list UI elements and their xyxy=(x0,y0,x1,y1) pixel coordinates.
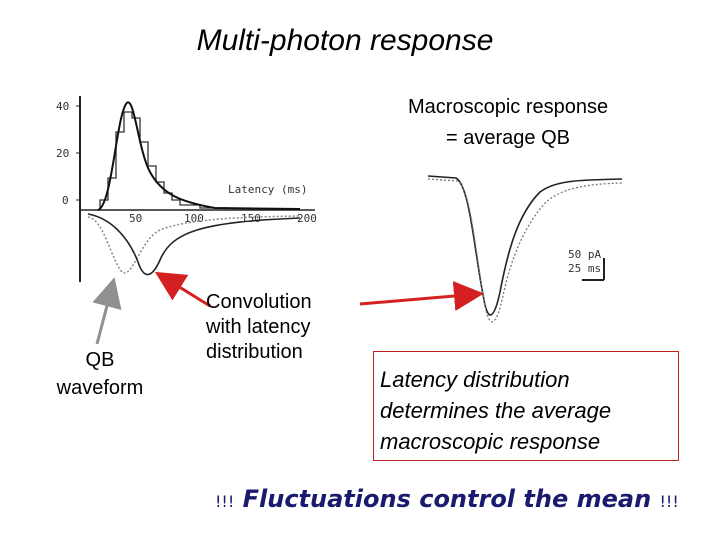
convolution-line2: with latency xyxy=(206,316,311,338)
qb-label-line2: waveform xyxy=(56,377,144,399)
latency-curve xyxy=(97,101,301,211)
x-axis-label: Latency (ms) xyxy=(228,183,307,196)
scale-current: 50 pA xyxy=(568,248,601,261)
qb-waveform-label: QB waveform xyxy=(40,346,160,402)
macroscopic-plot: 50 pA 25 ms xyxy=(427,175,623,323)
y-tick-20: 20 xyxy=(56,147,69,160)
macroscopic-label: Macroscopic response xyxy=(408,96,609,118)
macroscopic-label-eq: = average QB xyxy=(446,127,570,149)
convolution-arrow-left xyxy=(154,271,211,308)
x-tick-200: 200 xyxy=(297,212,317,225)
latency-plot: 40 20 0 50 100 150 200 Latency (ms) xyxy=(56,96,317,282)
macroscopic-trace-left xyxy=(87,213,301,276)
x-tick-50: 50 xyxy=(129,212,142,225)
convolution-line1: Convolution xyxy=(206,291,312,313)
scale-time: 25 ms xyxy=(568,262,601,275)
model-trace xyxy=(427,178,623,323)
bottom-suffix: !!! xyxy=(659,492,679,511)
slide-title: Multi-photon response xyxy=(196,24,494,57)
latency-box-line2: determines the average xyxy=(380,398,612,423)
bottom-text: Fluctuations control the mean xyxy=(242,485,652,513)
convolution-arrow-right xyxy=(359,281,484,311)
qb-waveform-trace xyxy=(87,215,301,274)
convolution-line3: distribution xyxy=(206,341,303,363)
latency-box: Latency distribution determines the aver… xyxy=(373,351,679,461)
bottom-statement: !!! Fluctuations control the mean !!! xyxy=(215,485,679,513)
latency-box-line1: Latency distribution xyxy=(380,367,570,392)
qb-label-line1: QB xyxy=(85,349,115,371)
latency-box-line3: macroscopic response xyxy=(380,429,601,454)
y-tick-40: 40 xyxy=(56,100,69,113)
latency-histogram xyxy=(95,111,230,211)
qb-arrow xyxy=(92,277,122,345)
convolution-label: Convolution with latency distribution xyxy=(206,290,356,365)
x-tick-100: 100 xyxy=(184,212,204,225)
y-tick-0: 0 xyxy=(62,194,69,207)
bottom-prefix: !!! xyxy=(215,492,235,511)
recorded-trace xyxy=(427,175,623,316)
x-tick-150: 150 xyxy=(241,212,261,225)
